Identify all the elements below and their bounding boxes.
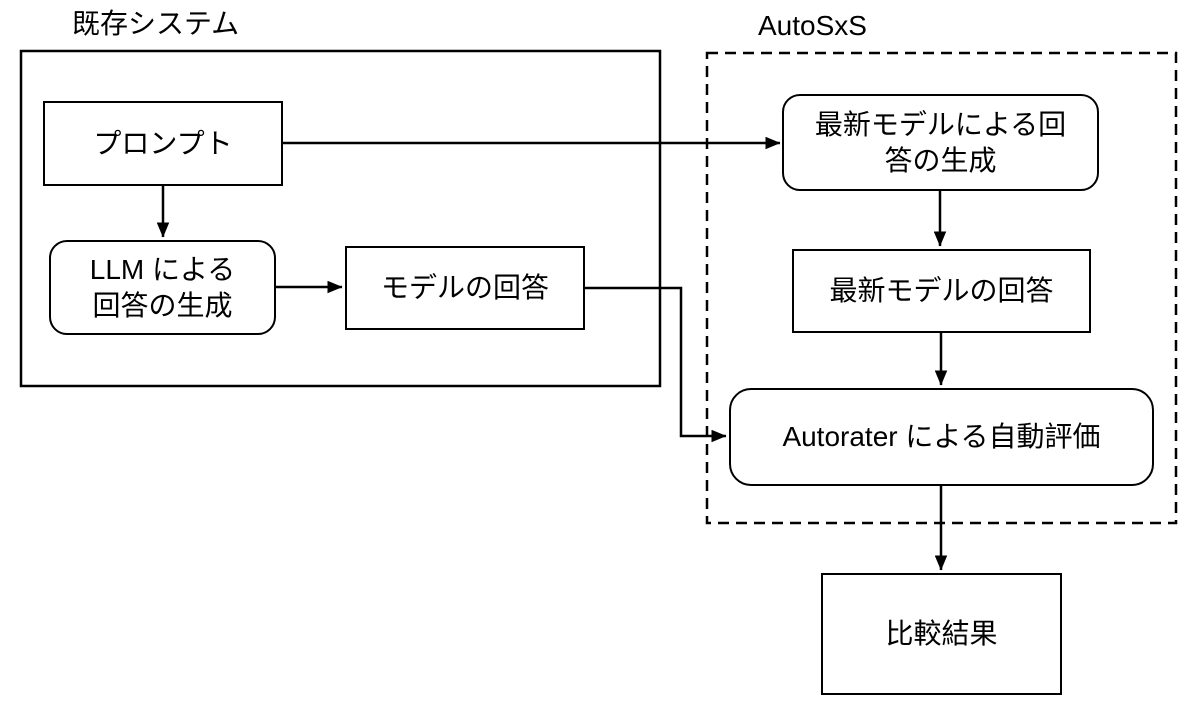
autosxs-label: AutoSxS [758, 10, 867, 41]
arrow-model-answer-to-autorater [585, 286, 727, 443]
node-comparison-result: 比較結果 [821, 573, 1062, 695]
node-model-answer: モデルの回答 [345, 246, 585, 330]
node-autorater: Autorater による自動評価 [729, 388, 1154, 486]
node-llm-generation: LLM による 回答の生成 [49, 240, 276, 335]
node-new-model-generation: 最新モデルによる回 答の生成 [782, 94, 1099, 191]
existing-system-container [19, 49, 662, 388]
node-prompt: プロンプト [43, 101, 283, 186]
node-new-model-answer: 最新モデルの回答 [792, 249, 1091, 333]
existing-system-label: 既存システム [72, 8, 240, 39]
